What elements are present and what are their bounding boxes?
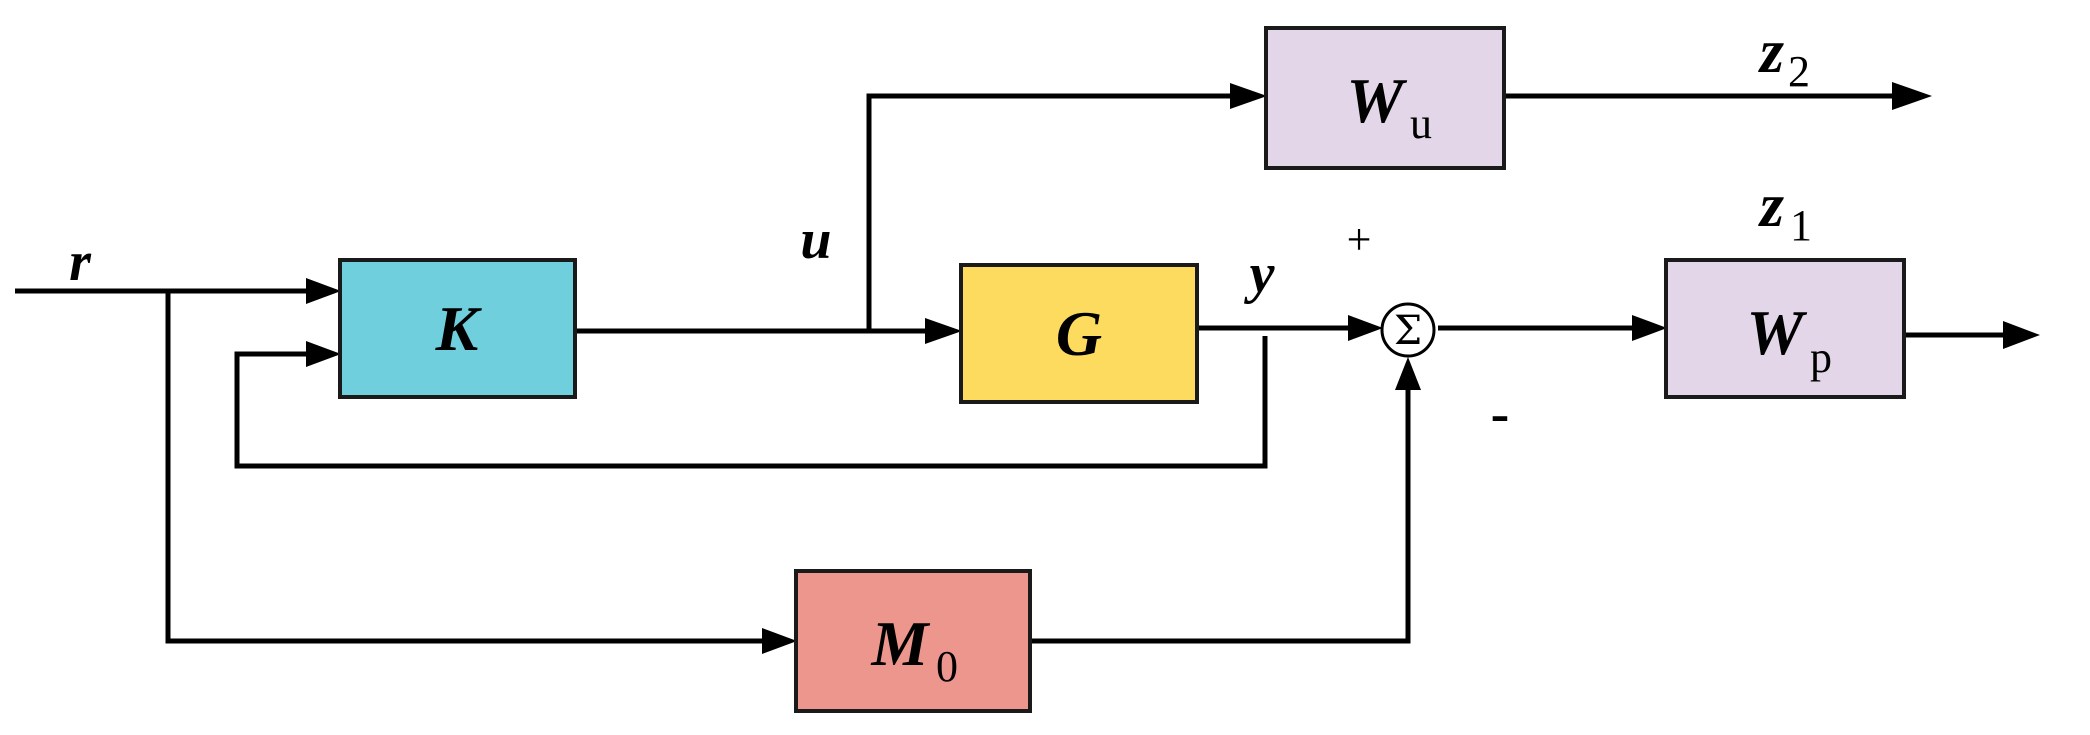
- signal-u-label: u: [800, 209, 831, 271]
- block-wu-box: [1264, 26, 1506, 170]
- block-g-box: [959, 263, 1199, 404]
- block-k-box: [338, 258, 577, 399]
- block-g: G: [959, 263, 1199, 404]
- signal-z1-label: z: [1758, 172, 1784, 240]
- block-wu-label: W: [1347, 65, 1408, 136]
- arrowhead-u-to-g: [925, 318, 962, 344]
- summing-junction-circle: [1380, 302, 1436, 358]
- block-wp-label: W: [1747, 297, 1808, 368]
- block-wp-box: [1664, 258, 1906, 399]
- signal-z2-subscript: 2: [1788, 47, 1810, 96]
- arrowhead-z2-output: [1892, 82, 1932, 110]
- arrowhead-m0-to-sum: [1395, 357, 1421, 390]
- block-wu: W u: [1264, 26, 1506, 170]
- block-wp-subscript: p: [1810, 333, 1832, 382]
- block-wu-subscript: u: [1410, 99, 1432, 148]
- plus-sign: +: [1347, 215, 1372, 264]
- signal-r-label: r: [69, 231, 92, 293]
- arrowhead-y-to-k: [306, 341, 341, 367]
- block-k-label: K: [435, 293, 483, 364]
- arrowhead-z1-output: [2003, 321, 2040, 349]
- wire-u-to-wu: [866, 93, 1230, 331]
- summing-junction-sigma: Σ: [1394, 308, 1422, 354]
- minus-sign: -: [1491, 383, 1510, 445]
- block-m0-subscript: 0: [936, 642, 958, 691]
- signal-z2: z 2: [1758, 18, 1810, 96]
- summing-junction: Σ + -: [1347, 215, 1510, 445]
- signal-z1-subscript: 1: [1790, 201, 1812, 250]
- wire-m0-to-sum: [1030, 380, 1411, 644]
- wire-y-feedback: [234, 336, 1268, 469]
- signal-z2-label: z: [1758, 18, 1784, 86]
- arrowhead-sum-to-wp: [1632, 315, 1667, 341]
- block-m0-label: M: [871, 608, 931, 679]
- signal-z1: z 1: [1758, 172, 1812, 250]
- signal-y-label: y: [1244, 243, 1276, 305]
- arrowhead-r-to-k: [306, 278, 341, 304]
- wire-r-to-m0: [165, 291, 765, 644]
- arrowhead-y-to-sum: [1348, 315, 1383, 341]
- arrowhead-u-to-wu: [1230, 83, 1267, 109]
- block-g-label: G: [1056, 298, 1102, 369]
- block-m0-box: [794, 569, 1032, 713]
- block-k: K: [338, 258, 577, 399]
- block-m0: M 0: [794, 569, 1032, 713]
- block-wp: W p: [1664, 258, 1906, 399]
- arrowhead-r-to-m0: [762, 628, 797, 654]
